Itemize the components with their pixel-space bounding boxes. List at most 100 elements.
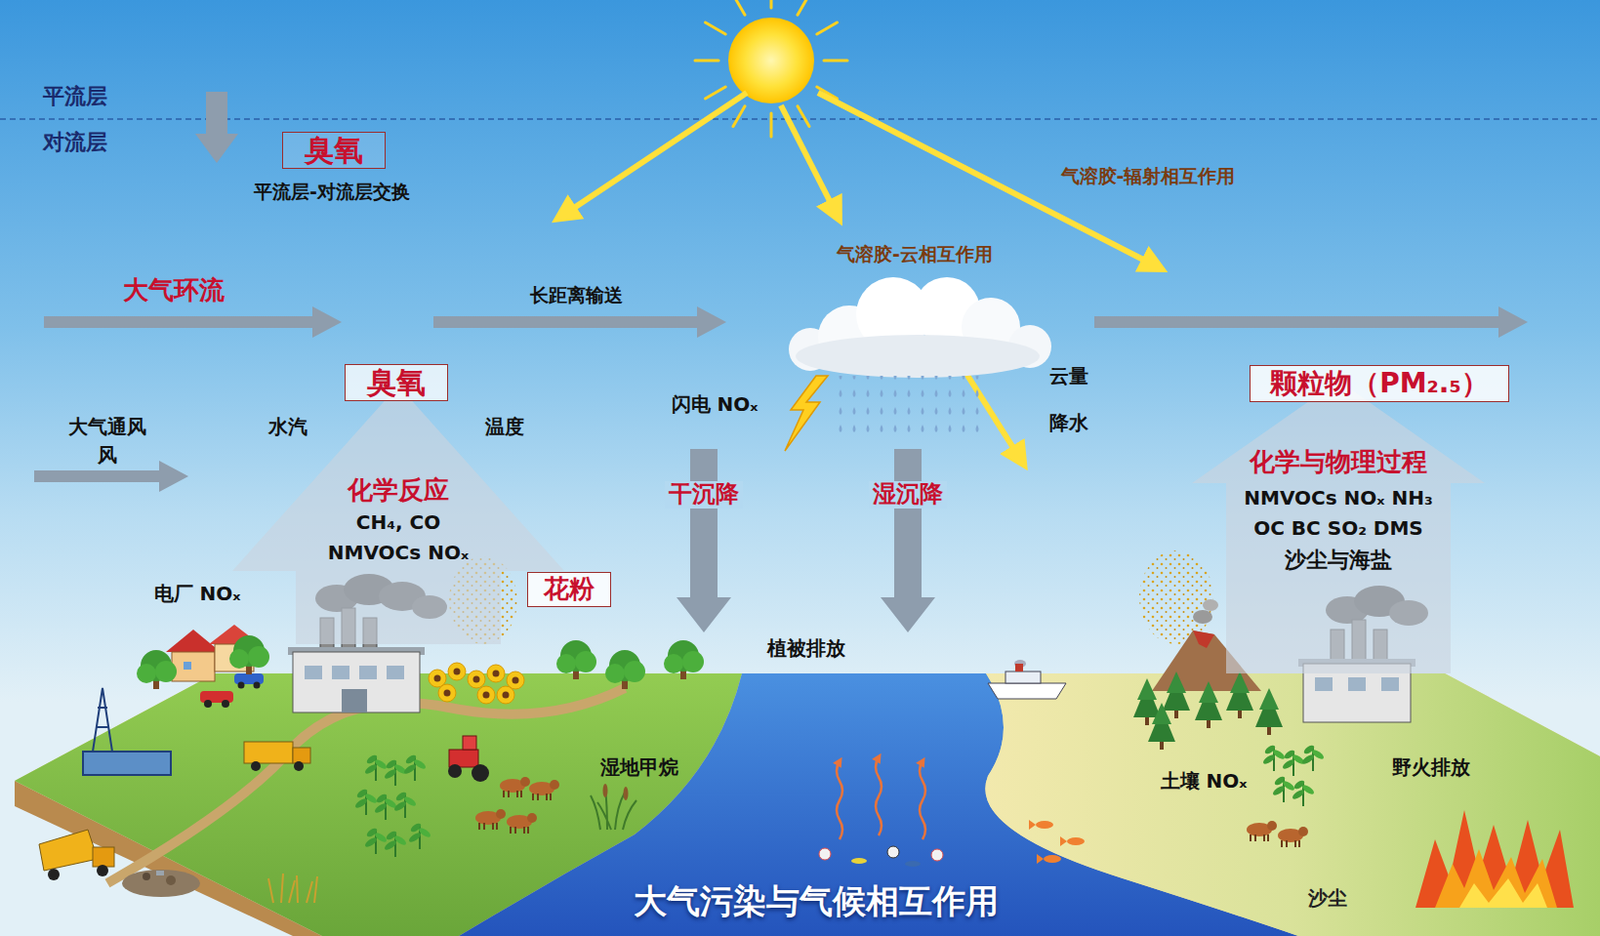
crop-field xyxy=(383,829,409,858)
diagram-label: 对流层 xyxy=(42,129,108,155)
sun xyxy=(695,59,719,63)
ocean-emission xyxy=(836,761,843,840)
diagram-label: 干沉降 xyxy=(664,481,743,509)
sunflower xyxy=(483,692,491,699)
fish xyxy=(1043,855,1062,863)
sun xyxy=(695,0,848,137)
garbage-pile xyxy=(122,869,201,898)
radiation-arrow xyxy=(780,105,832,206)
diagram-label: 湿地甲烷 xyxy=(600,756,679,780)
diagram-label: 平流层 xyxy=(42,83,108,109)
pine-forest xyxy=(1255,688,1283,736)
sun xyxy=(733,0,745,15)
oil-derrick xyxy=(92,688,113,752)
crop-field xyxy=(354,787,379,816)
sunflower xyxy=(502,692,510,699)
cattle xyxy=(475,809,506,830)
diagram-label: 平流层-对流层交换 xyxy=(253,181,411,204)
diagram-label: 土壤 NOₓ xyxy=(1160,770,1248,793)
diagram-label: 长距离输送 xyxy=(530,285,623,307)
ship xyxy=(987,659,1067,699)
ocean-emission xyxy=(875,757,882,836)
crop-field xyxy=(1281,748,1307,777)
tree xyxy=(556,640,597,680)
fish xyxy=(1028,820,1036,830)
car xyxy=(204,699,212,708)
label-box: 臭氧 xyxy=(344,364,449,403)
label-box: 颗粒物（PM₂.₅） xyxy=(1249,365,1510,403)
diagram-label: 植被排放 xyxy=(767,637,846,660)
fish xyxy=(1036,854,1044,864)
node-text: 化学反应 xyxy=(347,476,450,506)
house xyxy=(171,652,215,682)
wetland-reeds xyxy=(623,786,629,801)
house xyxy=(165,629,221,653)
sun xyxy=(728,17,815,104)
cattle xyxy=(506,813,537,834)
sun xyxy=(733,106,745,127)
sun xyxy=(705,86,727,99)
pollen-cloud xyxy=(449,550,1214,645)
pine-forest xyxy=(1162,671,1190,719)
garbage-pile xyxy=(142,872,151,881)
crop-field xyxy=(403,753,428,781)
dry-grass xyxy=(268,873,318,903)
car xyxy=(221,699,230,708)
wildfire xyxy=(1435,849,1558,908)
diagram-label: 电厂 NOₓ xyxy=(154,582,242,606)
dump-truck xyxy=(92,847,115,867)
pine-forest xyxy=(1226,671,1254,719)
dump-truck xyxy=(96,864,109,877)
sun xyxy=(770,0,774,8)
sunflower xyxy=(453,668,461,676)
crop-field xyxy=(1271,775,1297,803)
node-text: 沙尘与海盐 xyxy=(1284,547,1393,573)
cattle xyxy=(1277,826,1309,848)
sunflower xyxy=(434,675,442,683)
node-text: 化学与物理过程 xyxy=(1249,448,1428,478)
sunflower xyxy=(448,662,466,681)
node-text: 臭氧 xyxy=(367,366,426,401)
diagram-label: 湿沉降 xyxy=(868,481,947,509)
ocean-emission xyxy=(836,757,926,840)
sunflower xyxy=(496,686,515,704)
node-text: OC BC SO₂ DMS xyxy=(1253,517,1424,540)
sunflower xyxy=(467,670,486,689)
sun xyxy=(770,113,774,137)
diagram-title: 大气污染与气候相互作用 xyxy=(633,882,999,921)
transport-arrow xyxy=(43,306,342,338)
factory xyxy=(1314,677,1333,692)
crop-field xyxy=(383,758,409,786)
crop-field xyxy=(393,790,418,819)
sunflower xyxy=(512,677,520,685)
tractor xyxy=(448,736,490,782)
node-text: 颗粒物（PM₂.₅） xyxy=(1270,368,1489,400)
fish xyxy=(1028,820,1085,864)
label-box: 花粉 xyxy=(527,572,612,608)
node-text: 花粉 xyxy=(543,574,595,605)
diagram-label: 降水 xyxy=(1049,411,1089,435)
dump-truck xyxy=(39,829,115,881)
sun xyxy=(797,0,810,15)
sun xyxy=(797,106,810,127)
sunflower xyxy=(473,676,481,684)
process-arrow: 化学反应CH₄, CONMVOCs NOₓ xyxy=(232,385,565,650)
plankton xyxy=(819,848,831,861)
wetland-reeds xyxy=(603,783,609,798)
radiation-arrow xyxy=(571,92,1148,452)
dry-grass xyxy=(268,873,318,903)
node-text: 臭氧 xyxy=(304,133,364,168)
ship xyxy=(987,683,1067,699)
transport-arrow xyxy=(676,449,732,633)
transport-arrow xyxy=(880,449,936,633)
house xyxy=(183,661,192,670)
car xyxy=(253,682,261,690)
crop-field xyxy=(1301,743,1326,772)
oil-derrick xyxy=(82,688,171,776)
dump-truck xyxy=(47,868,60,881)
wetland-reeds xyxy=(590,783,637,830)
cloud xyxy=(795,334,1040,378)
sunflower xyxy=(487,664,505,683)
sunflower xyxy=(438,684,456,702)
